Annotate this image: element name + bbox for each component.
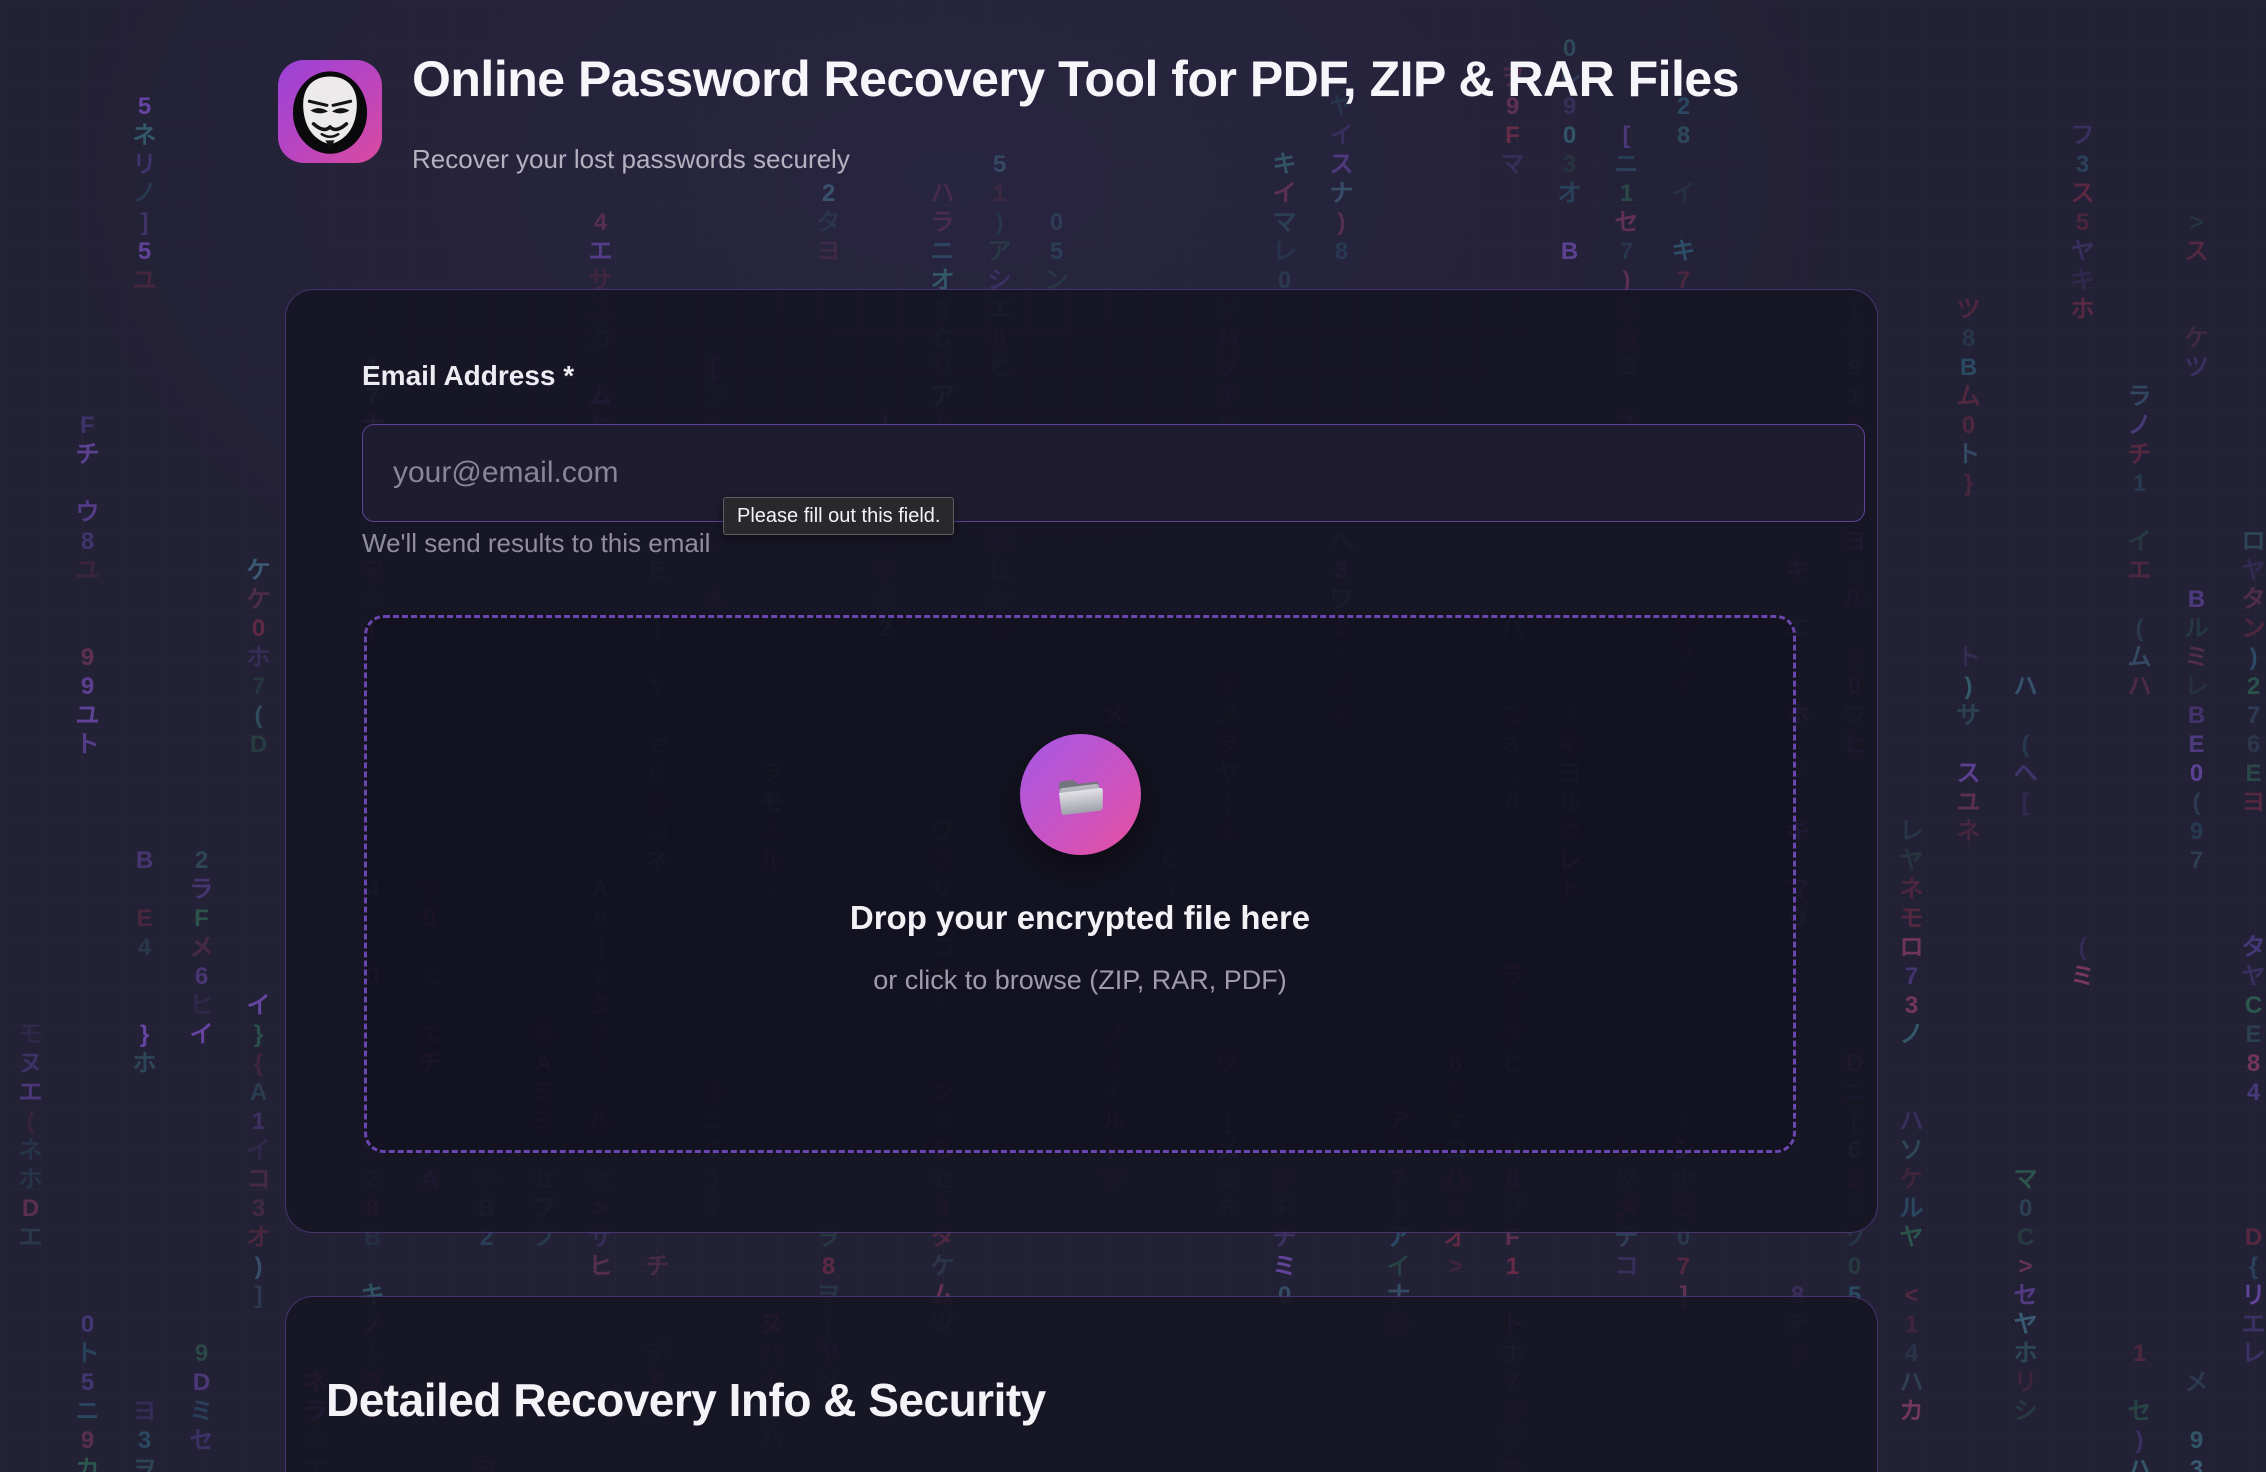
validation-tooltip: Please fill out this field. xyxy=(723,497,955,535)
validation-tooltip-text: Please fill out this field. xyxy=(737,504,941,527)
page-subtitle: Recover your lost passwords securely xyxy=(412,144,850,174)
dropzone-subtext: or click to browse (ZIP, RAR, PDF) xyxy=(873,965,1287,995)
anonymous-mask-icon xyxy=(278,60,382,163)
page-title: Online Password Recovery Tool for PDF, Z… xyxy=(412,51,1740,107)
upload-circle xyxy=(1019,734,1141,855)
file-dropzone[interactable]: Drop your encrypted file here or click t… xyxy=(364,615,1796,1153)
dropzone-heading: Drop your encrypted file here xyxy=(849,899,1311,936)
info-card: Detailed Recovery Info & Security xyxy=(285,1296,1878,1472)
email-label: Email Address * xyxy=(362,360,575,391)
email-helper-text: We'll send results to this email xyxy=(362,528,711,558)
guy-fawkes-mask-icon xyxy=(292,71,368,154)
info-card-heading: Detailed Recovery Info & Security xyxy=(326,1374,1046,1426)
email-input[interactable] xyxy=(362,424,1865,522)
recovery-form-card: Email Address * Please fill out this fie… xyxy=(285,289,1878,1233)
folder-icon xyxy=(1058,779,1103,815)
